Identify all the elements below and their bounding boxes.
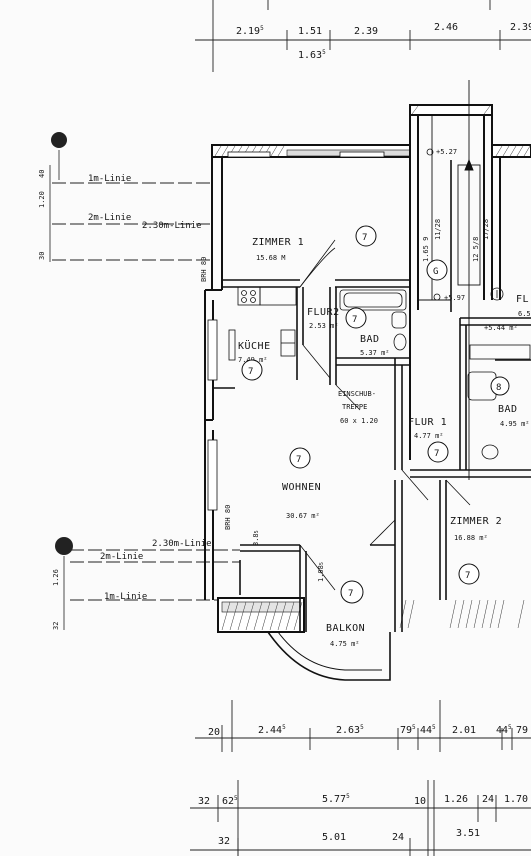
dim-top-3: 1.635 (298, 49, 326, 61)
room-zimmer2-name: ZIMMER 2 (450, 516, 502, 527)
room-kueche-name: KÜCHE (238, 339, 271, 352)
right-fixtures (426, 148, 504, 301)
room-zimmer1-name: ZIMMER 1 (252, 237, 304, 248)
dim-top-4: 2.39 (354, 26, 378, 37)
room-bad2-name: BAD (498, 404, 518, 415)
dim-b1-5: 445 (420, 724, 436, 736)
marker-g: G (433, 267, 438, 277)
stair-label-line3: 60 x 1.20 (340, 417, 378, 425)
room-bad1-area: 5.37 m² (360, 349, 390, 357)
room-flur2-area: 2.53 m² (309, 322, 339, 330)
marker-kueche: 7 (248, 367, 253, 377)
label-2m-linie-bottom: 2m-Linie (100, 552, 143, 562)
level-right: +5.44 m² (484, 324, 518, 332)
balcony-curve (267, 631, 391, 681)
marker-bad2: 8 (496, 383, 501, 393)
guide-lines-top (52, 182, 212, 261)
left-dim-126: 1.26 (52, 569, 60, 586)
dim-b2-7: 1.70 (504, 794, 528, 805)
left-dim-120: 1.20 (38, 191, 46, 208)
dim-b2-6: 24 (482, 794, 494, 805)
marker-zimmer1: 7 (362, 233, 367, 243)
stair-dim-2: 11/28 (434, 219, 442, 240)
room-bad2-area: 4.95 m² (500, 420, 530, 428)
room-flur2-name: FLUR2 (307, 307, 340, 318)
room-zimmer2-area: 16.88 m² (454, 534, 488, 542)
wall-hatching-top (214, 105, 531, 157)
kitchen-fixtures (228, 286, 297, 361)
left-dim-30: 30 (38, 252, 46, 260)
dim-top-5: 2.46 (434, 22, 458, 33)
marker-wohnen: 7 (296, 455, 301, 465)
guide-lines-bottom (70, 549, 240, 601)
dim-b2-2: 625 (222, 795, 238, 807)
room-balkon-area: 4.75 m² (330, 640, 360, 648)
label-230m-linie-bottom: 2.30m-Linie (152, 539, 212, 549)
dim-top-2: 1.51 (298, 26, 322, 37)
label-1m-linie-bottom: 1m-Linie (104, 592, 147, 602)
dim-b3-2: 5.01 (322, 832, 346, 843)
left-section-marker-top (49, 132, 67, 262)
dim-b2-5: 1.26 (444, 794, 468, 805)
door-swings (299, 239, 471, 591)
label-dim-385: 3.85 (252, 530, 260, 546)
room-balkon-name: BALKON (326, 623, 365, 634)
stair-dim-3: 12 5/8 (472, 237, 480, 262)
left-dim-32: 32 (52, 622, 60, 630)
marker-balkon: 7 (348, 589, 353, 599)
dim-top-6: 2.39 (510, 22, 531, 33)
room-wohnen-area: 30.67 m² (286, 512, 320, 520)
dim-b1-6: 2.01 (452, 725, 476, 736)
dim-b1-3: 2.635 (336, 724, 364, 736)
level-top: +5.27 (436, 148, 457, 156)
dim-b3-3: 24 (392, 832, 404, 843)
left-section-marker-bottom (55, 537, 73, 630)
marker-flur2: 7 (352, 315, 357, 325)
dim-b1-2: 2.445 (258, 724, 286, 736)
label-2m-linie-top: 2m-Linie (88, 213, 131, 223)
bottom-dimension-lines (190, 700, 531, 856)
label-brh-mid: BRH 80 (224, 505, 232, 530)
exterior-walls (204, 104, 531, 633)
dim-b2-3: 5.775 (322, 793, 350, 805)
dim-top-1: 2.195 (236, 25, 264, 37)
stair-label-line2: TREPPE (342, 403, 367, 411)
stair-label-line1: EINSCHUB- (338, 390, 376, 398)
stair-dim-4: 17/28 (482, 219, 490, 240)
dim-b2-1: 32 (198, 796, 210, 807)
dim-b3-4: 3.51 (456, 828, 480, 839)
dim-b2-4: 10 (414, 796, 426, 807)
room-flur1-name: FLUR 1 (408, 417, 447, 428)
stair-dim-1: 1.65 9 (422, 237, 430, 262)
windows (207, 151, 385, 511)
room-fl-right-area: 6.5 (518, 310, 531, 318)
room-bad1-name: BAD (360, 334, 380, 345)
room-zimmer1-area: 15.68 M (256, 254, 286, 262)
room-markers (241, 225, 510, 604)
dim-b3-1: 32 (218, 836, 230, 847)
dim-b1-8: 79 (516, 725, 528, 736)
label-brh-top: BRH 80 (200, 257, 208, 282)
room-wohnen-name: WOHNEN (282, 482, 321, 493)
bath-fixtures (339, 289, 531, 460)
left-dim-40: 40 (38, 170, 46, 178)
marker-zimmer2: 7 (465, 571, 470, 581)
dim-b1-1: 20 (208, 727, 220, 738)
room-fl-right-name: FL (516, 294, 529, 305)
label-1m-linie-top: 1m-Linie (88, 174, 131, 184)
marker-flur1: 7 (434, 449, 439, 459)
level-mid: +5.97 (444, 294, 465, 302)
dim-b1-7: 445 (496, 724, 512, 736)
label-dim-108: 1.085 (317, 562, 325, 582)
room-flur1-area: 4.77 m² (414, 432, 444, 440)
label-230m-linie-top: 2.30m-Linie (142, 221, 202, 231)
dim-b1-4: 795 (400, 724, 416, 736)
top-dimension-row (195, 0, 531, 72)
